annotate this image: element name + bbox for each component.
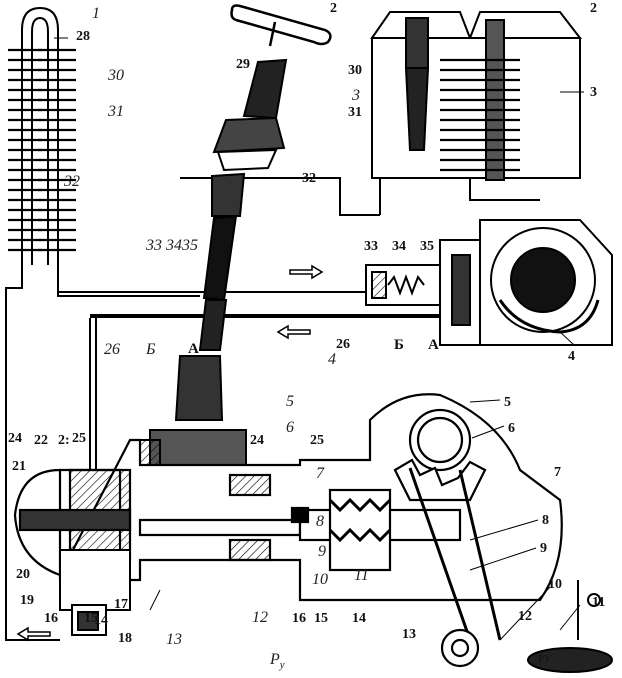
port-label-b: Б [394,337,404,353]
ghost-label-13: 13 [166,631,182,648]
ghost-label-26: 26 [104,341,120,358]
label-2a: 2 [330,1,337,16]
ghost-label-9: 9 [318,543,326,560]
reservoir [370,11,583,181]
label-24: 24 [8,431,22,446]
label-26: 26 [336,337,350,352]
label-32: 32 [302,171,316,186]
ghost-label-6: 6 [286,419,294,436]
label-22: 22 [34,433,48,448]
label-17: 17 [114,597,128,612]
ghost-label-5: 5 [286,393,294,410]
label-16-left: 16 [44,611,58,626]
ghost-label-32: 32 [64,173,80,190]
ghost-label-b: Б [146,341,156,358]
label-11: 11 [592,595,606,610]
label-14-left: 14 [94,613,108,628]
label-15: 15 [314,611,328,626]
label-6: 6 [508,421,515,436]
label-34: 34 [392,239,406,254]
label-15-left: 15 [84,611,98,626]
label-31: 31 [348,105,362,120]
label-5: 5 [504,395,511,410]
label-8: 8 [542,513,549,528]
label-29: 29 [236,57,250,72]
ghost-label-8: 8 [316,513,324,530]
label-24-center: 24 [250,433,264,448]
label-25b: 25 [72,431,86,446]
label-25: 25 [310,433,324,448]
leader-lines [54,37,584,641]
label-28: 28 [76,29,90,44]
control-valve [129,355,247,481]
steering-handle [230,4,332,47]
label-16: 16 [292,611,306,626]
ghost-label-4: 4 [328,351,336,368]
ghost-label-7: 7 [316,465,324,482]
steering-column [198,58,288,351]
flow-valve [365,264,441,306]
column-label-a: А [188,341,199,357]
ghost-label-1: 1 [92,5,100,22]
radiator [8,6,76,265]
ghost-label-31: 31 [108,103,124,120]
label-9: 9 [540,541,547,556]
label-7: 7 [554,465,561,480]
label-3: 3 [590,85,597,100]
label-30: 30 [348,63,362,78]
port-label-a: А [428,337,439,353]
label-22b: 2: [58,433,70,448]
ghost-label-10: 10 [312,571,328,588]
sector-gear [393,408,502,668]
label-35: 35 [420,239,434,254]
label-33: 33 [364,239,378,254]
hydraulic-lines [5,177,540,641]
label-4: 4 [568,349,575,364]
label-19: 19 [20,593,34,608]
reaction-valve [59,549,131,636]
label-20: 20 [16,567,30,582]
ghost-label-33: 33 3435 [146,237,198,254]
label-14: 14 [352,611,366,626]
wheel [527,580,613,673]
label-12: 12 [518,609,532,624]
ghost-label-12: 12 [252,609,268,626]
ghost-label-3: 3 [352,87,360,104]
force-formula: Ру [270,651,285,672]
ghost-label-30: 30 [108,67,124,84]
ghost-label-11: 11 [354,567,369,584]
label-18: 18 [118,631,132,646]
label-21: 21 [12,459,26,474]
label-10: 10 [548,577,562,592]
wheel-force-label: РУ [538,653,552,665]
pump [439,219,613,346]
label-2b: 2 [590,1,597,16]
flow-arrows [16,264,324,642]
label-13: 13 [402,627,416,642]
